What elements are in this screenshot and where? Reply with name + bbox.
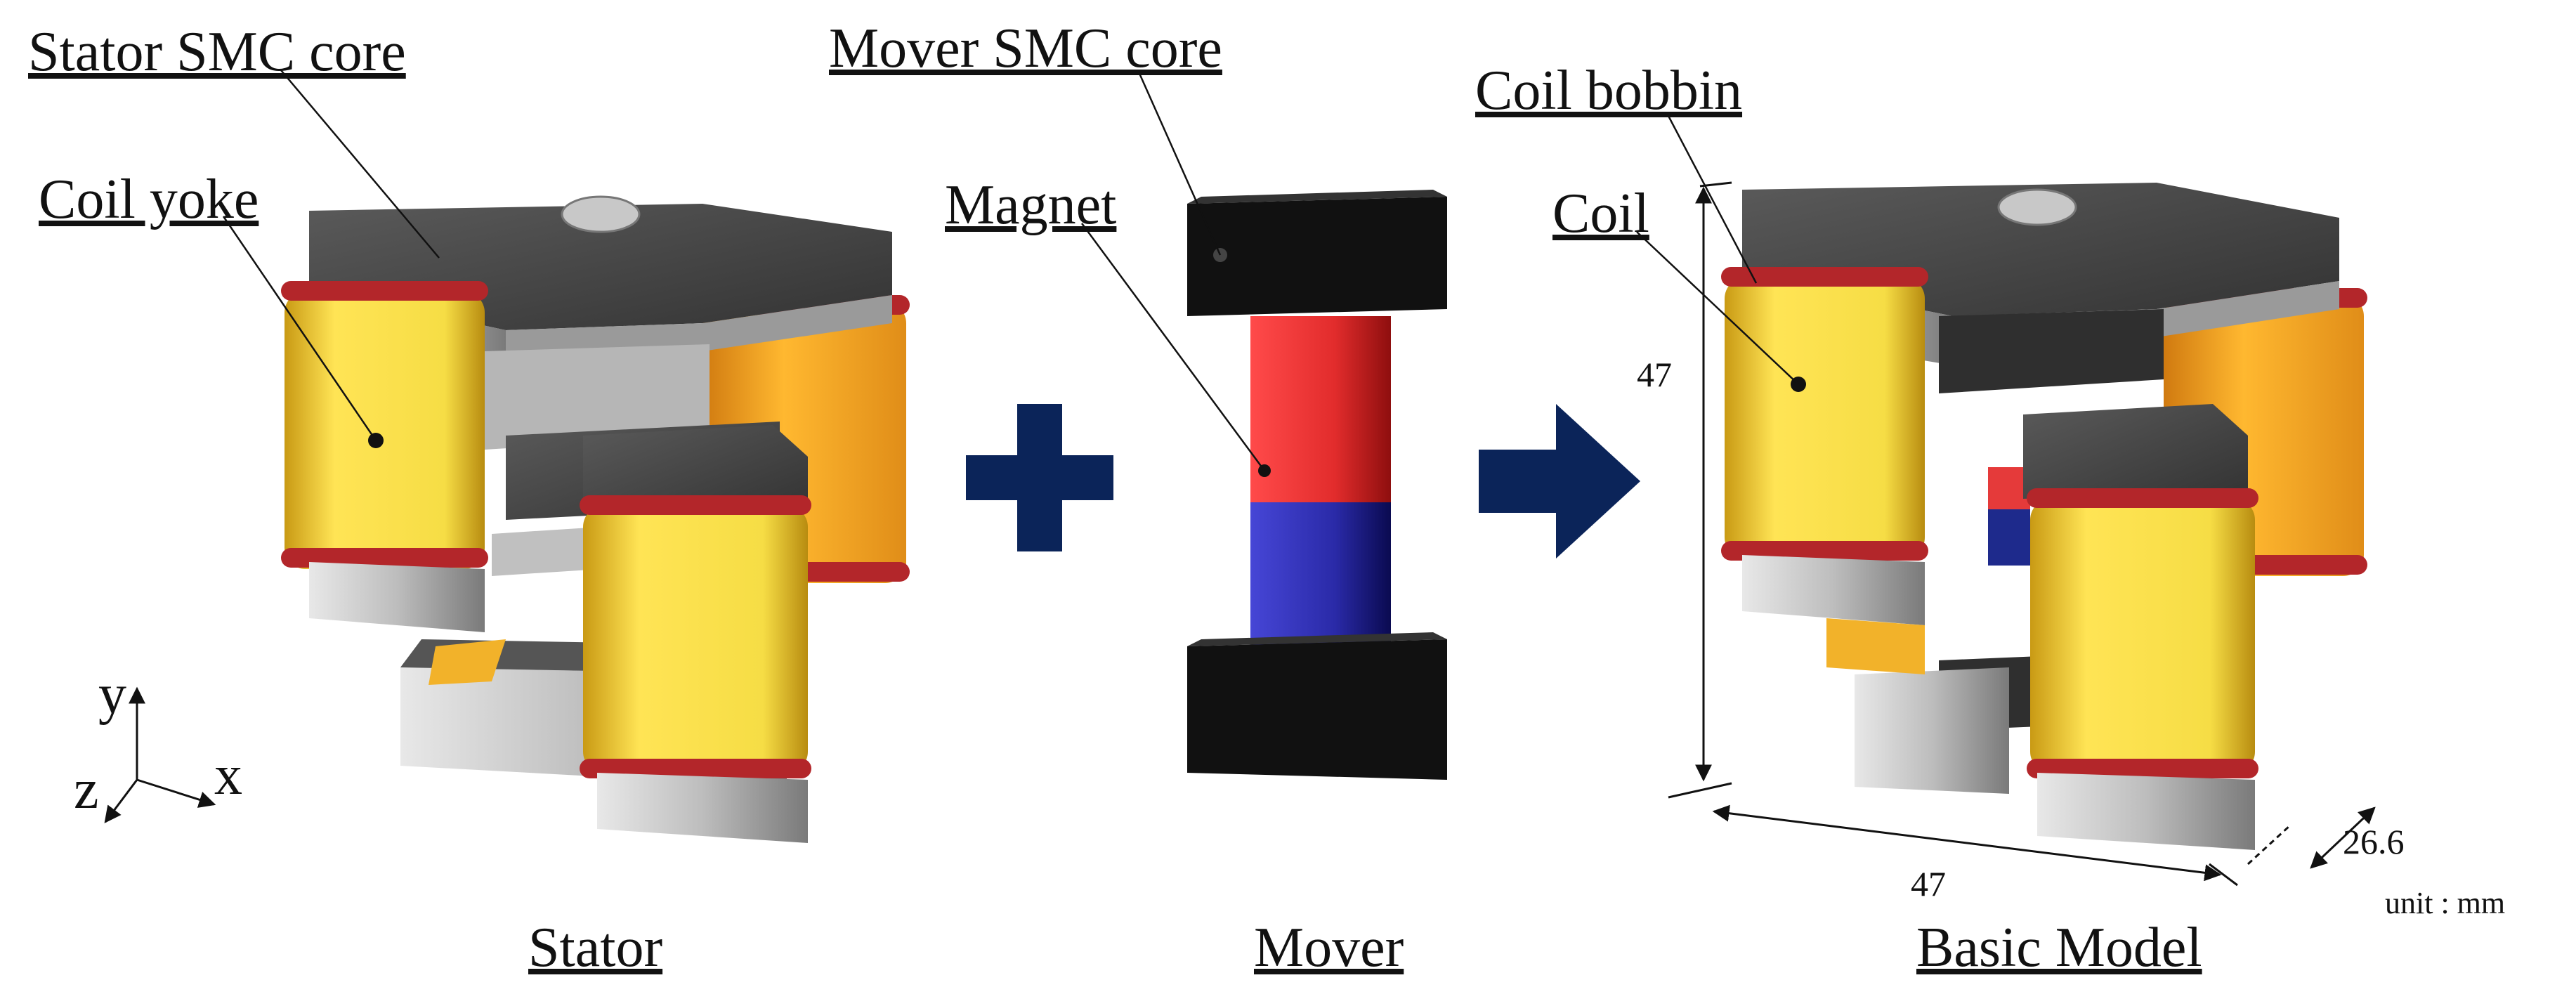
- stator-assembly: [281, 195, 910, 843]
- leader-coil-yoke: [222, 216, 377, 441]
- label-coil: Coil: [1552, 183, 1649, 244]
- dimension-depth: 26.6: [2343, 822, 2405, 861]
- caption-basic-model: Basic Model: [1916, 917, 2202, 979]
- dimension-width: 47: [1911, 864, 1946, 903]
- model-left-coil: [1721, 267, 1928, 674]
- leader-mover-smc-core: [1137, 70, 1222, 256]
- stator-left-coil: [281, 281, 488, 569]
- label-stator-smc-core: Stator SMC core: [28, 21, 406, 83]
- stator-left-core-face: [309, 562, 485, 632]
- depth-dimension-line: [2310, 806, 2376, 869]
- label-coil-bobbin: Coil bobbin: [1475, 60, 1742, 122]
- axis-triad: [104, 686, 216, 823]
- basic-model-assembly: [1721, 183, 2367, 850]
- leader-magnet: [1080, 223, 1266, 471]
- right-arrow-icon: [1479, 404, 1640, 558]
- dimension-height: 47: [1637, 355, 1672, 394]
- axis-label-y: y: [98, 664, 126, 726]
- plus-icon: [966, 404, 1113, 551]
- leader-coil-bobbin: [1667, 115, 1758, 284]
- label-coil-yoke: Coil yoke: [39, 169, 259, 230]
- axis-label-x: x: [214, 745, 242, 806]
- leader-coil: [1636, 231, 1799, 385]
- width-extension-left: [1668, 782, 1732, 799]
- magnet-north: [1250, 316, 1391, 502]
- mover-top-core: [1187, 190, 1447, 316]
- z-axis-arrow: [104, 779, 138, 823]
- mover-bottom-core: [1187, 632, 1447, 780]
- label-magnet: Magnet: [945, 174, 1116, 236]
- labels: Stator SMC core Coil yoke Mover SMC core…: [28, 18, 2505, 979]
- x-axis-arrow: [136, 778, 216, 808]
- leader-lines: [222, 70, 1799, 471]
- stator-front-coil: [580, 425, 811, 843]
- dimension-lines: [1668, 181, 2376, 887]
- dimension-unit: unit : mm: [2385, 886, 2505, 920]
- label-mover-smc-core: Mover SMC core: [829, 18, 1222, 79]
- mover-assembly: [1187, 190, 1447, 780]
- caption-mover: Mover: [1254, 917, 1404, 979]
- width-dimension-line: [1712, 804, 2222, 882]
- caption-stator: Stator: [528, 917, 662, 979]
- axis-label-z: z: [74, 759, 99, 821]
- leader-stator-smc-core: [280, 70, 440, 259]
- model-front-coil: [2023, 404, 2258, 850]
